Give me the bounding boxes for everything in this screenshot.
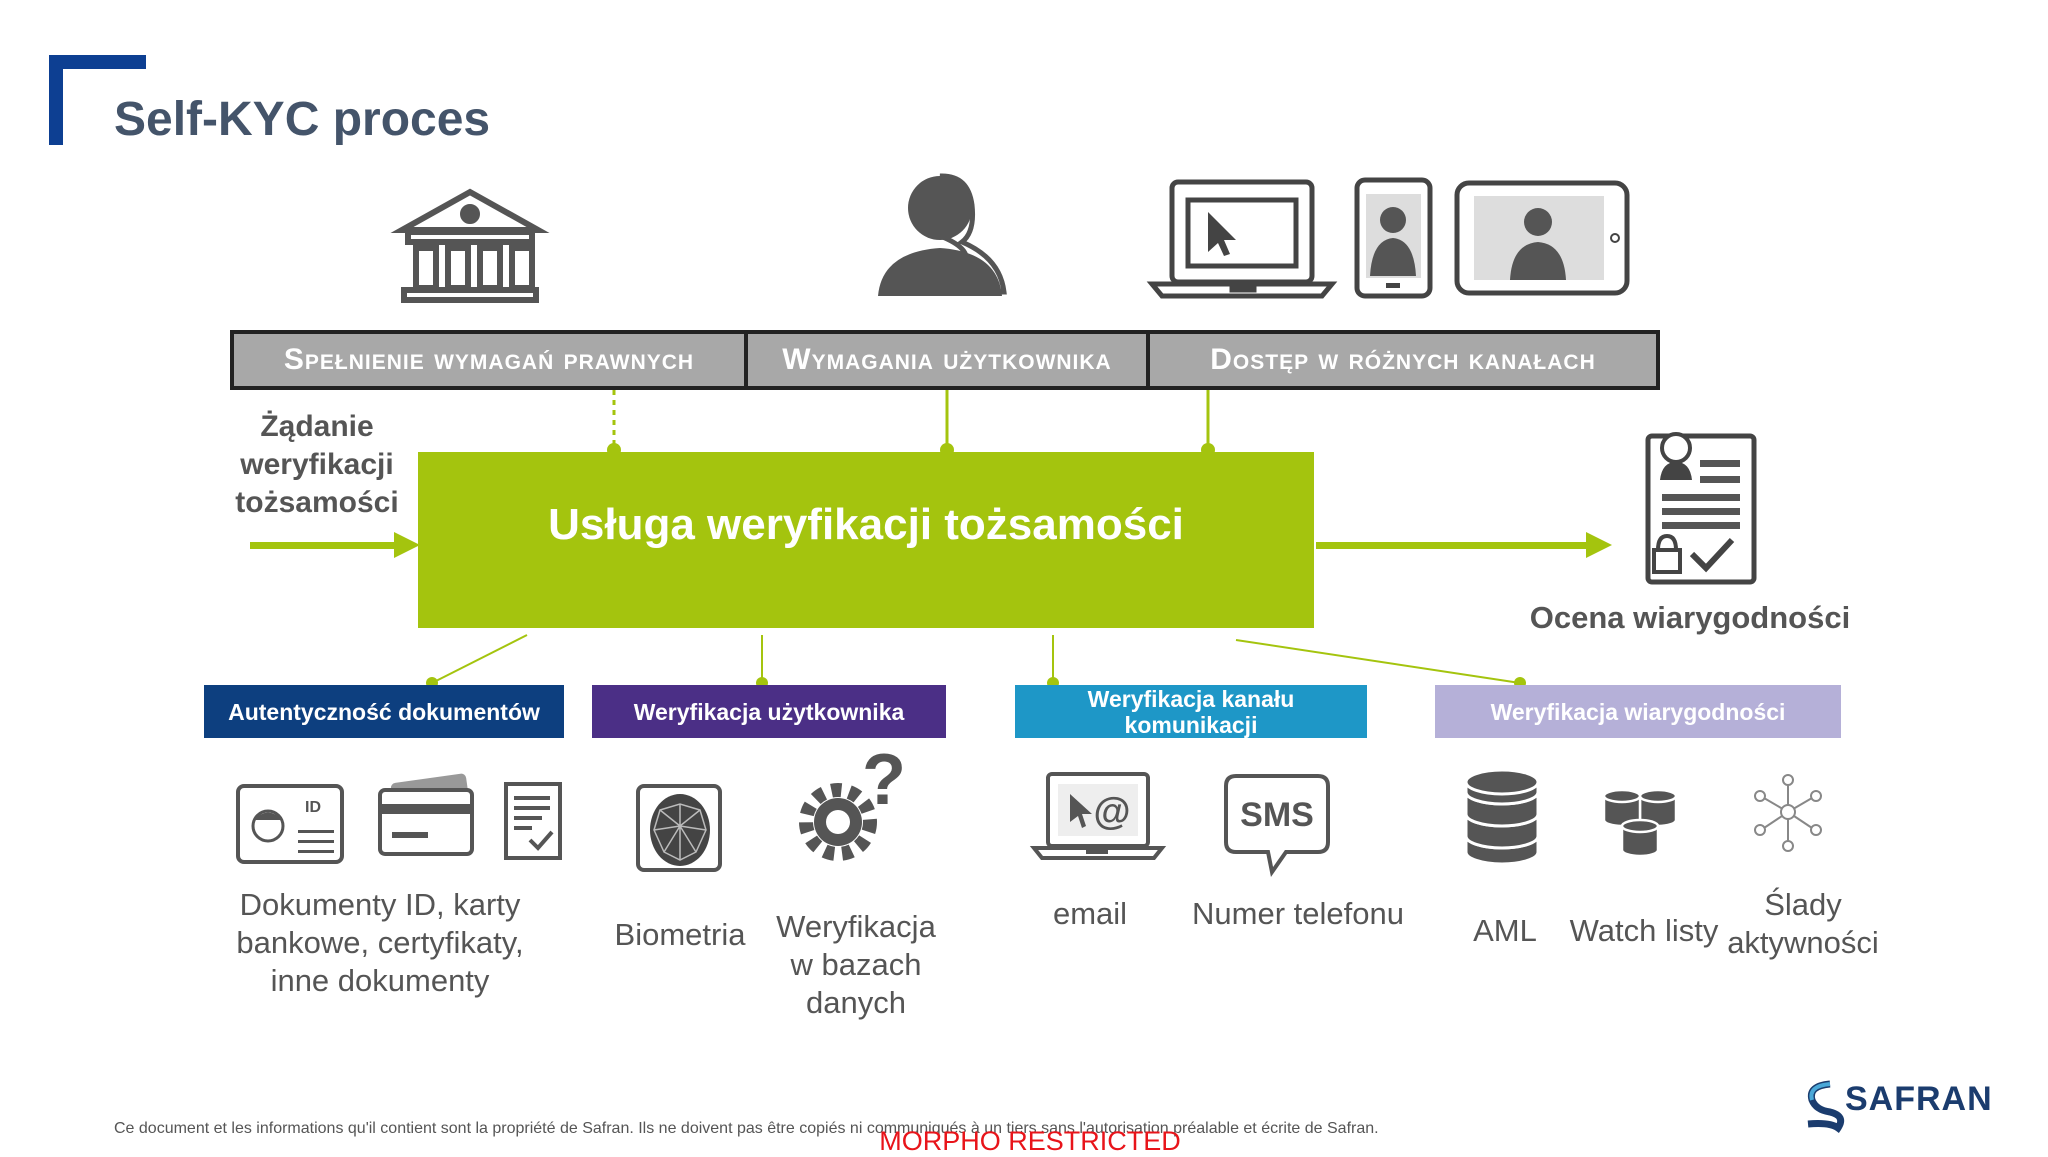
label-aml: AML	[1473, 913, 1537, 948]
category-credibility-verification: Weryfikacja wiarygodności	[1435, 685, 1841, 738]
brand-logo-text: SAFRAN	[1845, 1080, 1993, 1118]
id-card-icon	[236, 784, 344, 864]
bank-card-icon	[378, 773, 474, 856]
activity-network-icon	[1754, 774, 1822, 852]
title-accent	[49, 55, 146, 145]
bank-icon	[390, 188, 550, 303]
gear-question-icon: ?	[799, 740, 906, 861]
header-multichannel-access: Dostęp w różnych kanałach	[1146, 330, 1660, 390]
aml-database-icon	[1464, 768, 1540, 866]
header-legal-requirements: Spełnienie wymagań prawnych	[230, 330, 748, 390]
header-user-requirements: Wymagania użytkownika	[744, 330, 1150, 390]
page-title: Self-KYC proces	[114, 93, 491, 146]
label-db-verification: Weryfikacja w bazach danych	[776, 909, 936, 1020]
identity-verification-service-box	[418, 452, 1314, 628]
output-arrow	[1316, 532, 1612, 558]
category-document-authenticity: Autentyczność dokumentów	[204, 685, 564, 738]
label-activity-traces: Ślady aktywności	[1727, 887, 1879, 960]
category-user-verification: Weryfikacja użytkownika	[592, 685, 946, 738]
footer-disclaimer: Ce document et les informations qu'il co…	[114, 1120, 1379, 1137]
at-sign-text: @	[1093, 791, 1130, 833]
credibility-document-icon	[1645, 432, 1757, 585]
classification-label: MORPHO RESTRICTED	[879, 1126, 1181, 1156]
sms-icon	[1224, 774, 1330, 877]
service-label: Usługa weryfikacji tożsamości	[548, 500, 1184, 549]
category-channel-verification: Weryfikacja kanału komunikacji	[1015, 685, 1367, 738]
input-label: Żądanie weryfikacji tożsamości	[235, 410, 399, 519]
tablet-icon	[1454, 180, 1630, 296]
safran-logo-icon	[1807, 1080, 1845, 1134]
label-watchlists: Watch listy	[1569, 913, 1719, 948]
laptop-icon	[1146, 179, 1338, 299]
certificate-icon	[504, 782, 562, 860]
users-icon	[878, 173, 1007, 296]
input-arrow	[250, 532, 420, 558]
label-biometrics: Biometria	[614, 917, 746, 952]
label-documents: Dokumenty ID, karty bankowe, certyfikaty…	[236, 887, 524, 998]
output-label: Ocena wiarygodności	[1529, 600, 1851, 635]
svg-text:?: ?	[862, 740, 906, 820]
email-icon	[1029, 772, 1167, 860]
label-phone: Numer telefonu	[1192, 896, 1404, 931]
face-biometric-icon	[636, 784, 722, 872]
watchlist-databases-icon	[1602, 788, 1678, 858]
label-email: email	[1052, 896, 1128, 931]
smartphone-icon	[1354, 177, 1433, 299]
sms-text: SMS	[1240, 796, 1314, 834]
id-card-text: ID	[305, 799, 321, 816]
